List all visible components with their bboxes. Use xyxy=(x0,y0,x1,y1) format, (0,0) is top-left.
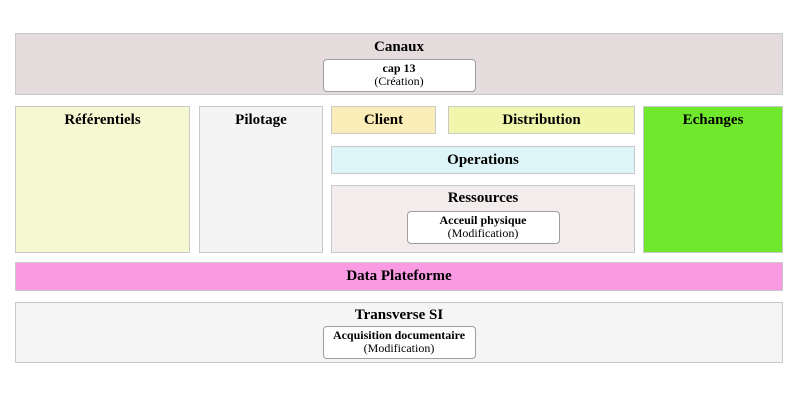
zone-transverse-si: Transverse SI Acquisition documentaire (… xyxy=(15,302,783,363)
zone-ressources-title: Ressources xyxy=(447,190,519,206)
zone-canaux-title: Canaux xyxy=(373,39,425,55)
zone-distribution-title: Distribution xyxy=(502,112,581,128)
canaux-card-subtitle: (Création) xyxy=(374,74,424,88)
zone-client-title: Client xyxy=(363,112,404,128)
transverse-card-subtitle: (Modification) xyxy=(363,341,435,355)
transverse-card-acquisition-documentaire[interactable]: Acquisition documentaire (Modification) xyxy=(322,326,476,359)
zone-ressources: Ressources Acceuil physique (Modificatio… xyxy=(331,185,635,253)
zone-pilotage: Pilotage xyxy=(199,106,323,253)
canaux-card-title: cap 13 xyxy=(382,61,416,75)
zone-data-plateforme-title: Data Plateforme xyxy=(346,268,452,284)
zone-client: Client xyxy=(331,106,436,134)
zone-pilotage-title: Pilotage xyxy=(235,112,287,128)
transverse-card-title: Acquisition documentaire xyxy=(332,328,466,342)
zone-echanges: Echanges xyxy=(643,106,783,253)
zone-data-plateforme: Data Plateforme xyxy=(15,262,783,291)
ressources-card-acceuil-physique[interactable]: Acceuil physique (Modification) xyxy=(406,211,560,244)
zone-referentiels-title: Référentiels xyxy=(64,112,141,128)
zone-distribution: Distribution xyxy=(448,106,635,134)
zone-operations-title: Operations xyxy=(447,152,519,168)
ressources-card-subtitle: (Modification) xyxy=(447,226,519,240)
zone-transverse-si-title: Transverse SI xyxy=(354,307,444,323)
zone-echanges-title: Echanges xyxy=(682,112,744,128)
ressources-card-title: Acceuil physique xyxy=(439,213,527,227)
zone-referentiels: Référentiels xyxy=(15,106,190,253)
zone-operations: Operations xyxy=(331,146,635,174)
canaux-card-cap13[interactable]: cap 13 (Création) xyxy=(322,59,476,92)
zone-canaux: Canaux cap 13 (Création) xyxy=(15,33,783,95)
